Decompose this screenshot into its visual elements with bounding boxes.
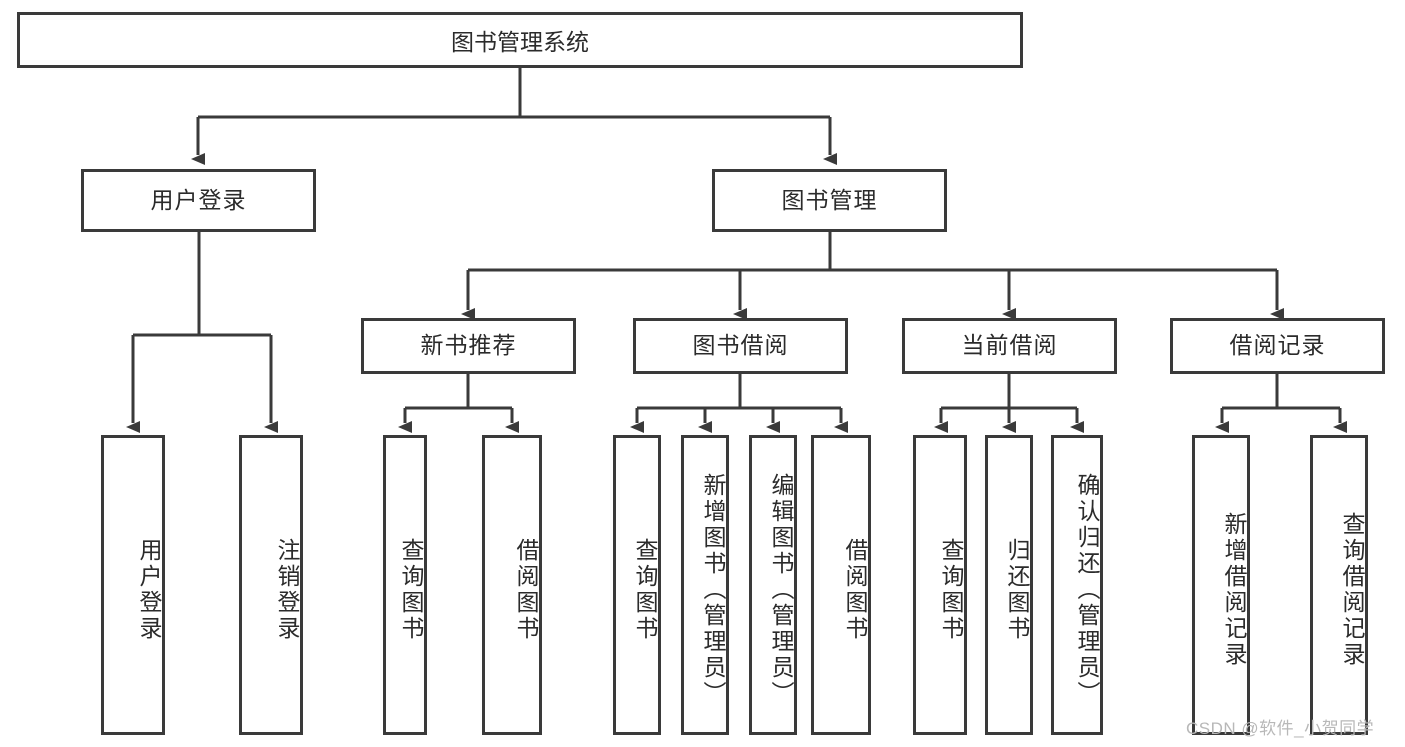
- node-label: 查询借阅记录: [1339, 512, 1365, 668]
- node-label: 查询图书: [398, 538, 424, 642]
- node-label: 查询图书: [632, 538, 658, 642]
- leaf-编辑图书-管理员[interactable]: 编辑图书（管理员）: [749, 435, 797, 735]
- node-label: 图书借阅: [692, 332, 789, 359]
- node-label: 注销登录: [274, 538, 300, 642]
- node-label: 用户登录: [136, 538, 162, 642]
- node-label: 用户登录: [150, 186, 247, 213]
- node-label: 当前借阅: [961, 332, 1058, 359]
- node-图书管理[interactable]: 图书管理: [712, 169, 947, 232]
- node-新书推荐[interactable]: 新书推荐: [361, 318, 576, 374]
- leaf-新增借阅记录[interactable]: 新增借阅记录: [1192, 435, 1250, 735]
- node-用户登录[interactable]: 用户登录: [81, 169, 316, 232]
- watermark-text: CSDN @软件_小贺同学: [1186, 719, 1375, 738]
- node-label: 图书管理: [781, 186, 878, 213]
- node-label: 借阅图书: [842, 538, 868, 642]
- node-label: 新增借阅记录: [1221, 512, 1247, 668]
- leaf-查询图书-新书推荐[interactable]: 查询图书: [383, 435, 427, 735]
- leaf-注销登录[interactable]: 注销登录: [239, 435, 303, 735]
- leaf-借阅图书-新书推荐[interactable]: 借阅图书: [482, 435, 542, 735]
- node-label: 确认归还（管理员）: [1074, 473, 1100, 707]
- leaf-归还图书[interactable]: 归还图书: [985, 435, 1033, 735]
- node-label: 查询图书: [938, 538, 964, 642]
- node-label: 图书管理系统: [451, 29, 589, 55]
- leaf-查询图书-图书借阅[interactable]: 查询图书: [613, 435, 661, 735]
- node-root-图书管理系统[interactable]: 图书管理系统: [17, 12, 1023, 68]
- node-label: 借阅图书: [513, 538, 539, 642]
- leaf-用户登录[interactable]: 用户登录: [101, 435, 165, 735]
- node-label: 新书推荐: [420, 332, 517, 359]
- node-图书借阅[interactable]: 图书借阅: [633, 318, 848, 374]
- node-label: 编辑图书（管理员）: [768, 473, 794, 707]
- node-label: 归还图书: [1004, 538, 1030, 642]
- node-借阅记录[interactable]: 借阅记录: [1170, 318, 1385, 374]
- node-label: 新增图书（管理员）: [700, 473, 726, 707]
- leaf-查询借阅记录[interactable]: 查询借阅记录: [1310, 435, 1368, 735]
- node-当前借阅[interactable]: 当前借阅: [902, 318, 1117, 374]
- leaf-查询图书-当前借阅[interactable]: 查询图书: [913, 435, 967, 735]
- leaf-借阅图书-图书借阅[interactable]: 借阅图书: [811, 435, 871, 735]
- leaf-新增图书-管理员[interactable]: 新增图书（管理员）: [681, 435, 729, 735]
- leaf-确认归还-管理员[interactable]: 确认归还（管理员）: [1051, 435, 1103, 735]
- node-label: 借阅记录: [1229, 332, 1326, 359]
